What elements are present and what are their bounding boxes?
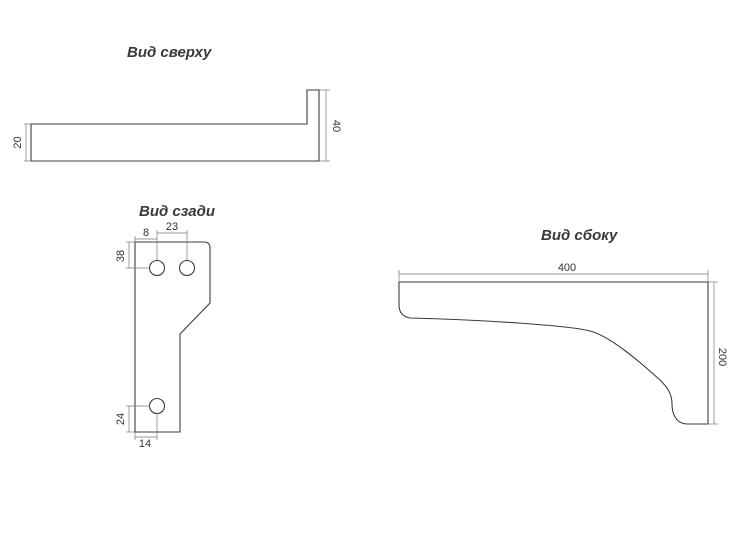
back-view-outline	[134, 241, 211, 433]
back-view: Вид сзади 8 23 38	[115, 203, 215, 450]
back-dim-side-offset-label: 14	[139, 438, 151, 450]
back-dim-top-offset: 38	[115, 241, 150, 269]
top-dim-thickness-label: 20	[12, 136, 24, 148]
back-dim-side-offset: 14	[134, 413, 158, 450]
top-view: Вид сверху 20 40	[12, 44, 342, 162]
side-view: Вид сбоку 400 200	[398, 227, 728, 425]
mounting-hole	[148, 397, 166, 415]
top-dim-thickness: 20	[12, 123, 31, 162]
side-view-outline	[398, 281, 709, 425]
side-dim-length-label: 400	[558, 262, 576, 274]
back-dim-top-offset-label: 38	[115, 250, 127, 262]
side-dim-length: 400	[398, 262, 709, 282]
mounting-hole	[178, 259, 196, 277]
back-dim-hole-offset-label: 8	[143, 227, 149, 239]
top-dim-height: 40	[319, 89, 342, 162]
side-dim-height-label: 200	[716, 348, 728, 366]
back-dim-bottom-offset-label: 24	[115, 413, 127, 425]
back-dim-hole-spacing: 23	[156, 221, 188, 260]
mounting-hole	[148, 259, 166, 277]
back-dim-hole-offset: 8	[134, 227, 158, 260]
back-dim-bottom-offset: 24	[115, 405, 150, 433]
top-view-title: Вид сверху	[127, 44, 212, 61]
top-dim-height-label: 40	[330, 120, 342, 132]
top-view-outline	[30, 89, 320, 162]
back-dim-hole-spacing-label: 23	[166, 221, 178, 233]
back-view-title: Вид сзади	[139, 203, 215, 220]
side-dim-height: 200	[708, 281, 728, 425]
side-view-title: Вид сбоку	[541, 227, 618, 244]
